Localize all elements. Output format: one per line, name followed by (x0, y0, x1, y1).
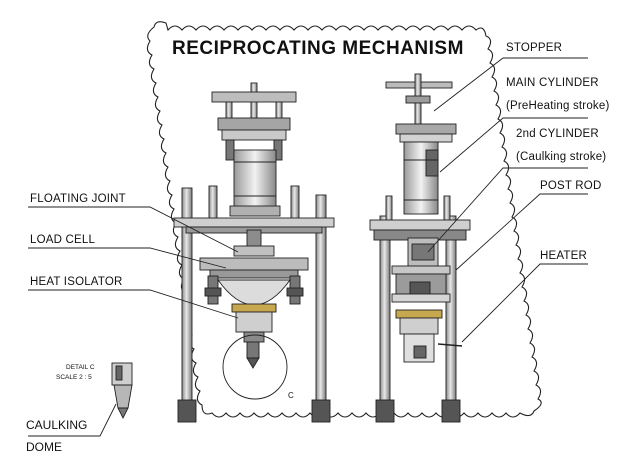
detail-name: DETAIL C (66, 364, 95, 371)
leader-lines (28, 57, 588, 437)
cloud-border (146, 21, 542, 418)
detail-circle-letter: C (288, 391, 294, 400)
front-view-assembly (173, 82, 335, 423)
label-main-cylinder-note: (PreHeating stroke) (506, 100, 610, 112)
diagram-title: RECIPROCATING MECHANISM (172, 38, 464, 59)
caulking-dome-detail (111, 362, 133, 420)
label-heater: HEATER (540, 250, 587, 262)
label-caulking: CAULKING (26, 418, 88, 432)
label-second-cylinder-note: (Caulking stroke) (516, 151, 607, 163)
label-load-cell: LOAD CELL (30, 234, 96, 246)
label-stopper: STOPPER (506, 42, 563, 54)
label-heat-isolator: HEAT ISOLATOR (30, 276, 123, 288)
side-view-assembly (369, 73, 471, 423)
label-dome: DOME (26, 440, 62, 454)
detail-scale: SCALE 2 : 5 (56, 374, 92, 381)
label-post-rod: POST ROD (540, 180, 602, 192)
label-main-cylinder: MAIN CYLINDER (506, 77, 599, 89)
label-second-cylinder: 2nd CYLINDER (516, 128, 599, 140)
label-floating-joint: FLOATING JOINT (30, 193, 126, 205)
